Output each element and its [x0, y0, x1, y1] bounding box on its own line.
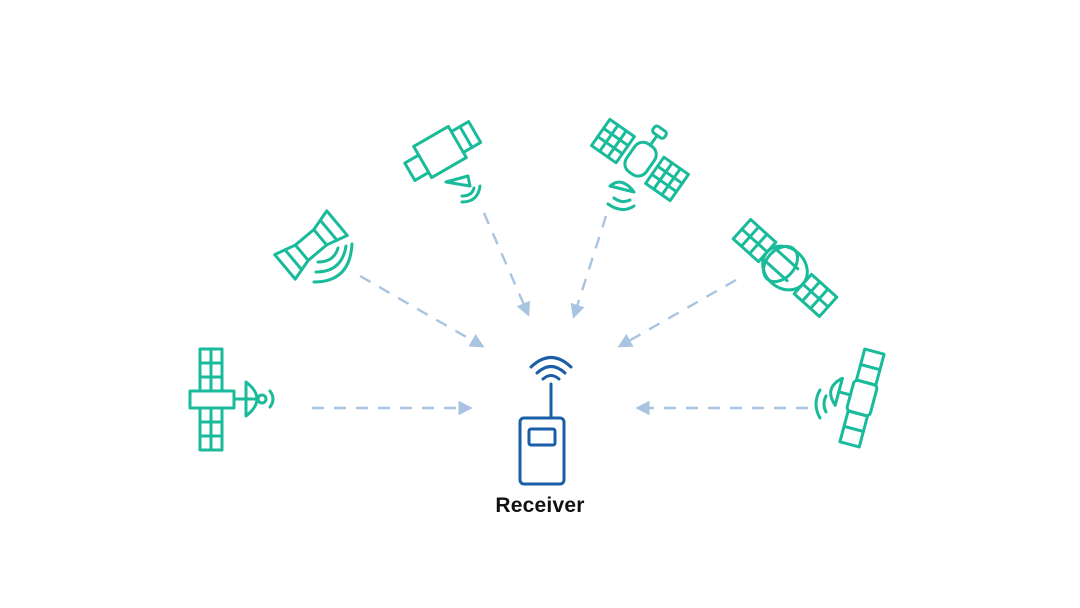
satellite-icon [188, 347, 268, 452]
satellite-icon [731, 218, 839, 318]
signal-waves-icon [268, 389, 275, 409]
satellite-icon [590, 117, 690, 203]
signal-arrow-upper-left [359, 274, 485, 348]
signal-waves-icon [606, 180, 636, 211]
satellite-icon [273, 209, 349, 281]
signal-arrow-top-right [570, 215, 608, 319]
signal-waves-icon [814, 388, 828, 420]
receiver-label: Receiver [495, 494, 585, 517]
signal-arrow-top-left [482, 212, 530, 317]
receiver-icon [518, 356, 573, 486]
signal-waves-icon [444, 174, 482, 204]
satellite-icon [403, 120, 483, 182]
satellite-icon [829, 347, 886, 449]
signal-waves-icon [312, 242, 354, 284]
signal-arrow-upper-right [617, 278, 737, 348]
